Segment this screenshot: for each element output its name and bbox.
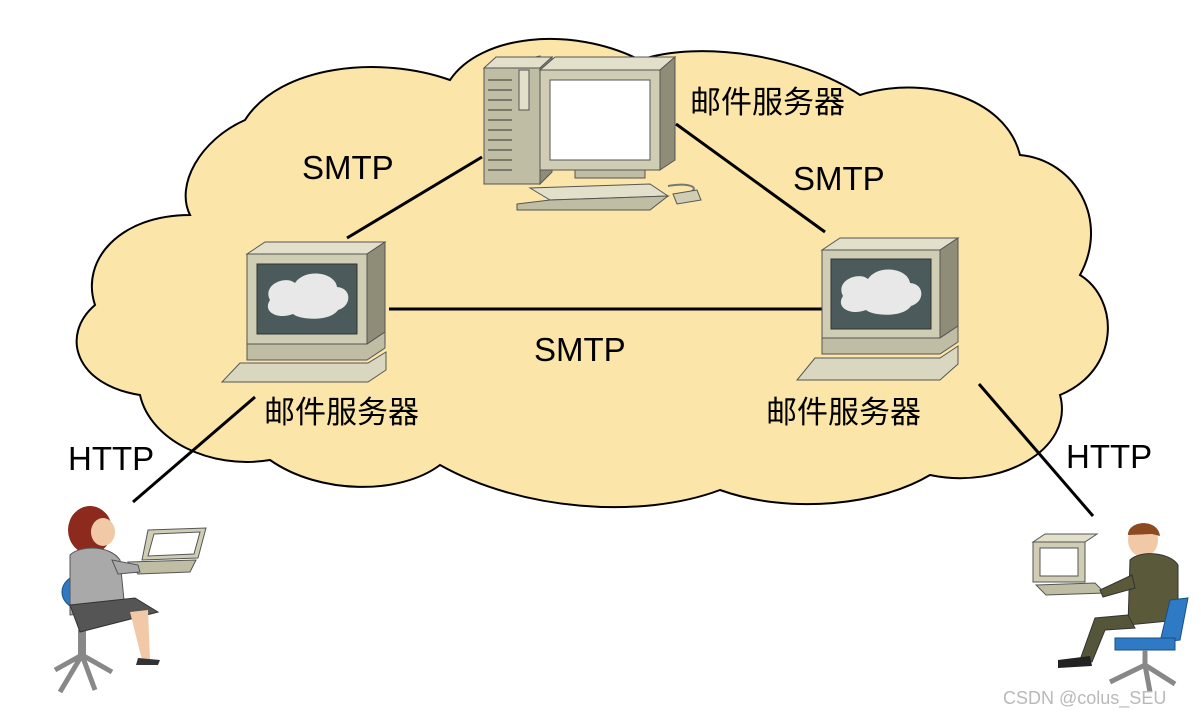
smtp-middle-label: SMTP (534, 331, 626, 368)
mail-server-left-computer-icon (220, 241, 387, 383)
smtp-left-label: SMTP (302, 149, 394, 186)
smtp-link-top-left (346, 155, 483, 240)
mail-server-left-label: 邮件服务器 (264, 395, 419, 431)
http-left-label: HTTP (68, 440, 155, 477)
http-right-label: HTTP (1066, 438, 1153, 475)
smtp-right-label: SMTP (793, 160, 885, 197)
http-link-right (977, 383, 1095, 517)
smtp-link-top-right (675, 122, 826, 234)
mail-server-right-label: 邮件服务器 (766, 395, 921, 431)
mail-server-top-label: 邮件服务器 (690, 85, 845, 121)
mail-server-top-computer-icon (482, 55, 702, 211)
mail-server-right-computer-icon (795, 237, 960, 381)
user-right-person-icon (1031, 523, 1189, 693)
watermark: CSDN @colus_SEU (1003, 688, 1167, 708)
internet-cloud (75, 37, 1109, 509)
user-left-person-icon (53, 506, 207, 694)
http-link-left (132, 395, 256, 504)
